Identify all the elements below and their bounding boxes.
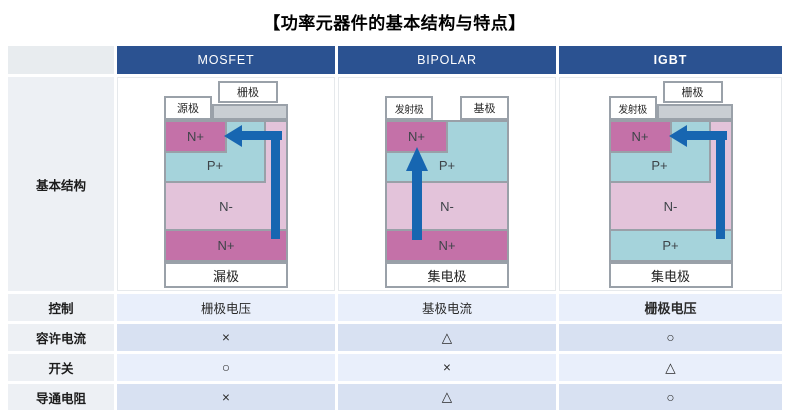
igbt-collector-electrode: 集电极 — [608, 262, 733, 288]
igbt-current-arrow-horizontal — [685, 131, 727, 140]
bipolar-body: P+ N+ N- N+ — [385, 120, 509, 262]
page-title: 【功率元器件的基本结构与特点】 — [263, 14, 526, 33]
igbt-p-plus-label: P+ — [651, 158, 668, 173]
mosfet-current-arrow-head-icon — [224, 125, 242, 147]
row-label-control: 控制 — [8, 294, 114, 321]
structure-cell-igbt: 栅极 发射极 P+ N+ N- P+ 集电极 — [559, 77, 782, 291]
igbt-emitter-label: 发射极 — [608, 96, 657, 120]
mosfet-n-minus-label: N- — [219, 199, 233, 214]
current-igbt: ○ — [559, 324, 782, 351]
bipolar-n-plus-bottom-region: N+ — [387, 229, 507, 260]
mosfet-gate-electrode — [212, 104, 288, 120]
switching-igbt: △ — [559, 354, 782, 381]
control-mosfet: 栅极电压 — [117, 294, 335, 321]
igbt-gate-label: 栅极 — [662, 81, 723, 103]
igbt-gate-electrode — [656, 104, 733, 120]
row-label-resistance: 导通电阻 — [8, 384, 114, 410]
switching-bipolar: × — [338, 354, 556, 381]
igbt-current-arrow-head-icon — [668, 125, 687, 147]
mosfet-drain-electrode: 漏极 — [164, 262, 288, 288]
igbt-p-plus-bottom-region: P+ — [610, 229, 731, 260]
bipolar-p-plus-label: P+ — [438, 158, 456, 173]
mosfet-gate-label: 栅极 — [218, 81, 278, 103]
mosfet-current-arrow-vertical — [271, 131, 280, 239]
resistance-igbt: ○ — [559, 384, 782, 410]
comparison-table: MOSFET BIPOLAR IGBT 基本结构 栅极 源极 P+ N+ N- … — [8, 46, 782, 410]
control-bipolar: 基极电流 — [338, 294, 556, 321]
bipolar-current-arrow-head-icon — [406, 147, 428, 171]
igbt-diagram: 栅极 发射极 P+ N+ N- P+ 集电极 — [608, 81, 733, 288]
mosfet-n-plus-bottom-region: N+ — [166, 229, 286, 260]
structure-cell-mosfet: 栅极 源极 P+ N+ N- N+ 漏极 — [117, 77, 335, 291]
resistance-mosfet: × — [117, 384, 335, 410]
bipolar-base-label: 基极 — [460, 96, 509, 120]
current-bipolar: △ — [338, 324, 556, 351]
bipolar-emitter-label: 发射极 — [385, 96, 433, 120]
igbt-body: P+ N+ N- P+ — [608, 120, 733, 262]
switching-mosfet: ○ — [117, 354, 335, 381]
control-igbt: 栅极电压 — [559, 294, 782, 321]
header-corner-cell — [8, 46, 114, 74]
header-mosfet: MOSFET — [117, 46, 335, 74]
igbt-current-arrow-vertical — [715, 131, 725, 239]
mosfet-current-arrow-horizontal — [241, 131, 282, 140]
row-label-current: 容许电流 — [8, 324, 114, 351]
mosfet-diagram: 栅极 源极 P+ N+ N- N+ 漏极 — [164, 81, 288, 288]
bipolar-n-minus-label: N- — [440, 199, 454, 214]
bipolar-collector-electrode: 集电极 — [385, 262, 509, 288]
row-label-switching: 开关 — [8, 354, 114, 381]
igbt-n-minus-label: N- — [663, 199, 678, 214]
header-bipolar: BIPOLAR — [338, 46, 556, 74]
current-mosfet: × — [117, 324, 335, 351]
structure-cell-bipolar: 发射极 基极 P+ N+ N- N+ 集电极 — [338, 77, 556, 291]
igbt-n-plus-top-region: N+ — [610, 122, 672, 153]
row-label-structure: 基本结构 — [8, 77, 114, 291]
bipolar-current-arrow-vertical — [412, 170, 422, 240]
header-igbt: IGBT — [559, 46, 782, 74]
mosfet-p-plus-label: P+ — [206, 158, 224, 173]
resistance-bipolar: △ — [338, 384, 556, 410]
mosfet-body: P+ N+ N- N+ — [164, 120, 288, 262]
mosfet-source-label: 源极 — [164, 96, 212, 120]
bipolar-diagram: 发射极 基极 P+ N+ N- N+ 集电极 — [385, 81, 509, 288]
mosfet-n-plus-top-region: N+ — [166, 122, 227, 153]
